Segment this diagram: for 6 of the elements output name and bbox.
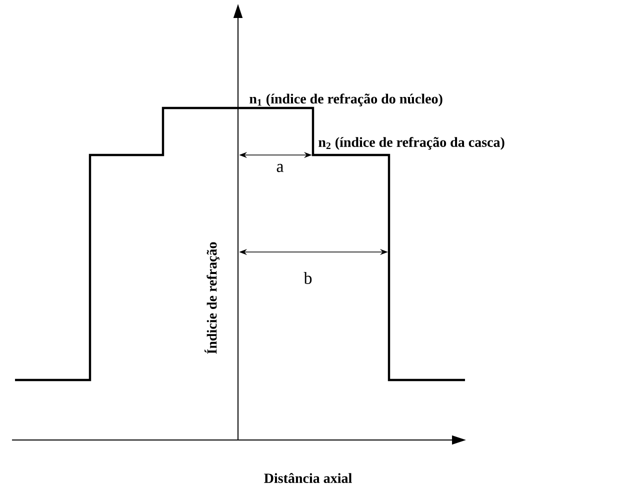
dimension-label: a — [276, 164, 284, 172]
annotation-text: n$_{1}$ (índice de refração do núcleo) — [250, 94, 442, 106]
axis-label: Distância axial — [264, 472, 352, 483]
dimension-label: b — [304, 272, 312, 284]
axis-label: Índicie de refração — [204, 242, 220, 354]
annotation-text: n$_{2}$ (índice de refração da casca) — [318, 136, 504, 150]
